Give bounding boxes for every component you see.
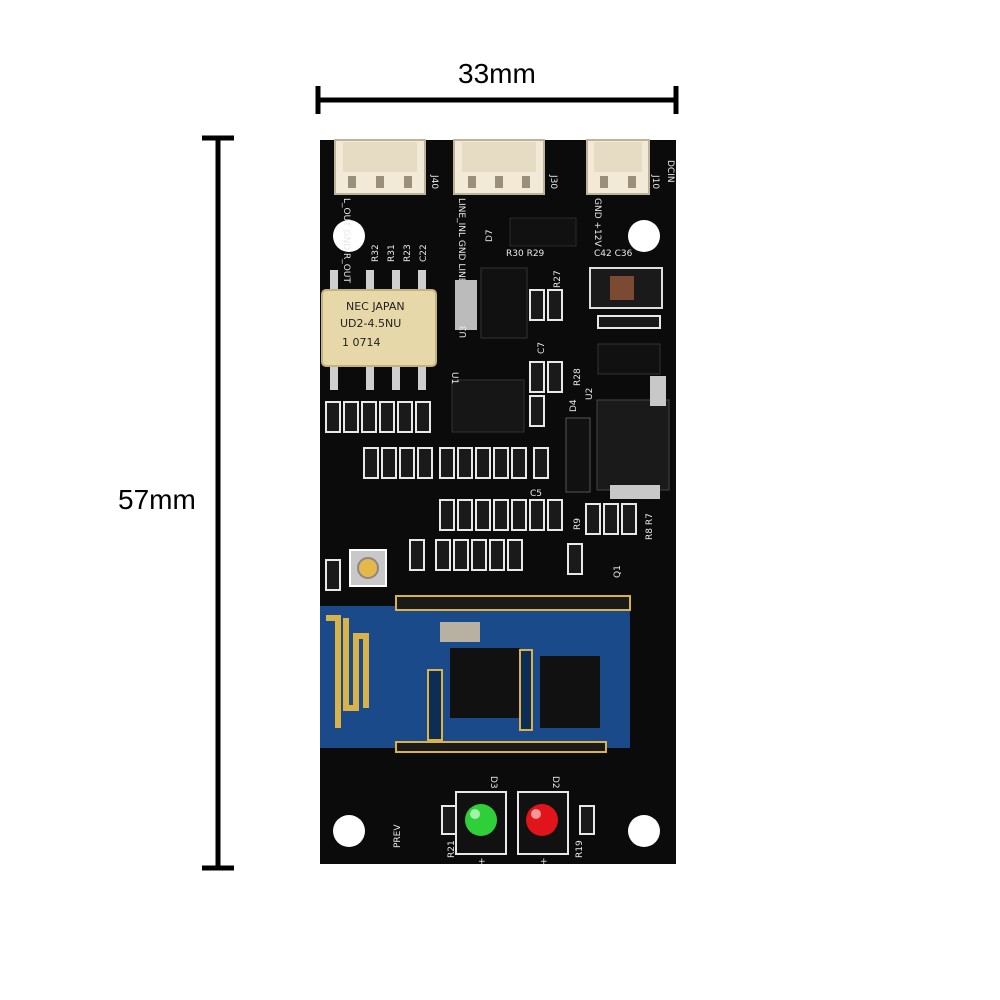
diode-d4	[565, 417, 591, 493]
regulator-u2	[596, 399, 670, 491]
u2-label: U2	[585, 388, 595, 400]
r9-label: R9	[573, 518, 583, 530]
tantalum-cap	[610, 276, 634, 300]
green-led	[465, 804, 497, 836]
resistor-r21	[441, 805, 457, 835]
relay-text-line3: 1 0714	[342, 336, 381, 349]
r28-label: R28	[573, 368, 583, 386]
pcb-antenna	[326, 615, 369, 728]
relay-chip: NEC JAPAN UD2-4.5NU 1 0714	[321, 270, 437, 390]
d7-label: D7	[485, 229, 495, 242]
bt-pin-row-top	[395, 595, 631, 611]
c5-label: C5	[530, 489, 542, 499]
j10-pins-label: GND +12V	[592, 198, 602, 247]
bt-pin-row-bottom	[395, 741, 607, 753]
bt-main-chip	[450, 648, 520, 718]
regulator-u2-tab	[610, 485, 660, 499]
red-led	[526, 804, 558, 836]
r19-label: R19	[575, 840, 585, 858]
r23-label: R23	[403, 244, 413, 262]
plus-label-d3: +	[478, 857, 486, 867]
crystal	[440, 622, 480, 642]
r30r29-label: R30 R29	[506, 249, 545, 259]
relay-text-line2: UD2-4.5NU	[340, 317, 401, 330]
resistor-r19	[579, 805, 595, 835]
smd-components	[325, 289, 661, 591]
bluetooth-module	[320, 595, 631, 753]
j10-label: J10	[650, 174, 660, 189]
height-label: 57mm	[118, 484, 196, 515]
diode-d7	[509, 217, 577, 247]
d2-label: D2	[550, 776, 560, 789]
relay-text-line1: NEC JAPAN	[346, 300, 405, 313]
r27-label: R27	[553, 270, 563, 288]
c22-label: C22	[419, 244, 429, 262]
d3-label: D3	[488, 776, 498, 789]
diode-d5	[597, 343, 661, 375]
width-label: 33mm	[458, 58, 536, 89]
r31-label: R31	[387, 244, 397, 262]
regulator-u2-pin	[650, 376, 666, 406]
mounting-hole	[333, 815, 365, 847]
c7-label: C7	[537, 342, 547, 354]
connector-j30	[453, 139, 545, 195]
red-led-highlight	[531, 809, 541, 819]
antenna-connector-center	[357, 557, 379, 579]
mounting-hole	[628, 220, 660, 252]
bt-flash-chip	[540, 656, 600, 728]
regulator-u3	[480, 267, 528, 339]
q1-label: Q1	[613, 565, 623, 578]
r8r7-label: R8 R7	[645, 513, 655, 540]
antenna-connector	[349, 549, 387, 587]
ic-u1	[451, 379, 525, 433]
connector-j40	[334, 139, 426, 195]
r32-label: R32	[371, 244, 381, 262]
u3-label: U3	[459, 326, 469, 338]
regulator-tab	[455, 280, 477, 330]
r21-label: R21	[447, 840, 457, 858]
j40-pins-label: L_OUT GND R_OUT	[341, 198, 351, 283]
mounting-hole	[333, 220, 365, 252]
dcin-label: DCIN	[665, 160, 675, 183]
j30-pins-label: LINE_INL GND LINE_INR	[456, 198, 466, 304]
prev-label: PREV	[393, 824, 403, 848]
j30-label: J30	[548, 174, 558, 189]
u1-label: U1	[449, 372, 459, 384]
green-led-highlight	[470, 809, 480, 819]
j40-label: J40	[429, 174, 439, 189]
connector-j10	[586, 139, 650, 195]
d4-label: D4	[569, 399, 579, 412]
mounting-hole	[628, 815, 660, 847]
c42c36-label: C42 C36	[594, 249, 633, 259]
plus-label-d2: +	[540, 857, 548, 867]
